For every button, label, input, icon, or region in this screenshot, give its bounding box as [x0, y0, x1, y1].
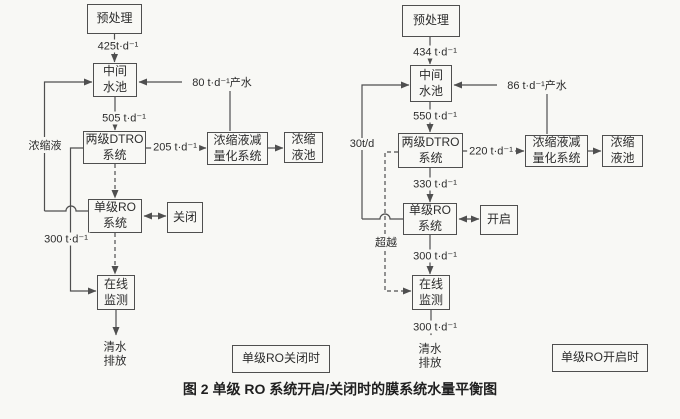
- left-flow-205: 205 t·d⁻¹: [151, 140, 199, 154]
- edge-left-ro-concentrate-hop: [44, 205, 88, 212]
- left-flow-product-80: 80 t·d⁻¹产水: [190, 74, 254, 90]
- right-concentrate-label: 30t/d: [347, 138, 377, 150]
- left-concentrate-label: 浓缩液: [26, 137, 64, 153]
- right-flow-220: 220 t·d⁻¹: [467, 144, 515, 158]
- left-scenario-label-box: 单级RO关闭时: [232, 345, 330, 373]
- edge-right-ro-concentrate-return: [361, 81, 410, 219]
- right-discharge-text: 清水 排放: [416, 342, 444, 372]
- right-flow-product-86: 86 t·d⁻¹产水: [505, 77, 569, 93]
- left-flow-300: 300 t·d⁻¹: [42, 232, 90, 246]
- right-intermediate-pool-box: 中间 水池: [410, 65, 452, 102]
- right-ro-system-box: 单级RO 系统: [403, 203, 457, 235]
- left-intermediate-pool-box: 中间 水池: [93, 63, 137, 97]
- right-flow-300-lower: 300 t·d⁻¹: [411, 320, 459, 334]
- edge-left-dtro-bypass-to-monitor: [69, 147, 97, 295]
- left-discharge-text: 清水 排放: [101, 340, 129, 370]
- right-online-monitor-box: 在线 监测: [412, 275, 450, 310]
- right-dtro-system-box: 两级DTRO 系统: [398, 133, 463, 168]
- left-online-monitor-box: 在线 监测: [97, 275, 135, 310]
- left-flow-505: 505 t·d⁻¹: [100, 111, 148, 125]
- left-ro-state-box: 关闭: [167, 202, 203, 233]
- right-flow-330: 330 t·d⁻¹: [411, 177, 459, 191]
- right-flow-300-upper: 300 t·d⁻¹: [411, 249, 459, 263]
- edge-right-ro-concentrate-hop: [362, 213, 403, 220]
- left-dtro-system-box: 两级DTRO 系统: [83, 131, 146, 164]
- edge-left-ro-concentrate-return: [43, 78, 93, 211]
- right-scenario-label-box: 单级RO开启时: [552, 344, 648, 372]
- left-pretreatment-box: 预处理: [87, 4, 142, 34]
- left-ro-system-box: 单级RO 系统: [88, 199, 142, 233]
- left-concentrate-pool-box: 浓缩 液池: [284, 132, 323, 163]
- right-ro-state-box: 开启: [480, 205, 518, 235]
- right-concentrate-pool-box: 浓缩 液池: [602, 135, 643, 167]
- right-flow-550: 550 t·d⁻¹: [411, 109, 459, 123]
- left-flow-425: 425t·d⁻¹: [95, 39, 141, 53]
- right-concentrate-reduction-box: 浓缩液减 量化系统: [525, 135, 588, 167]
- edge-right-bypass-dashed: [384, 151, 412, 295]
- right-bypass-label: 超越: [373, 234, 399, 250]
- right-pretreatment-box: 预处理: [402, 5, 460, 37]
- left-concentrate-reduction-box: 浓缩液减 量化系统: [207, 132, 268, 165]
- figure-caption: 图 2 单级 RO 系统开启/关闭时的膜系统水量平衡图: [182, 381, 498, 397]
- right-flow-434: 434 t·d⁻¹: [411, 45, 459, 59]
